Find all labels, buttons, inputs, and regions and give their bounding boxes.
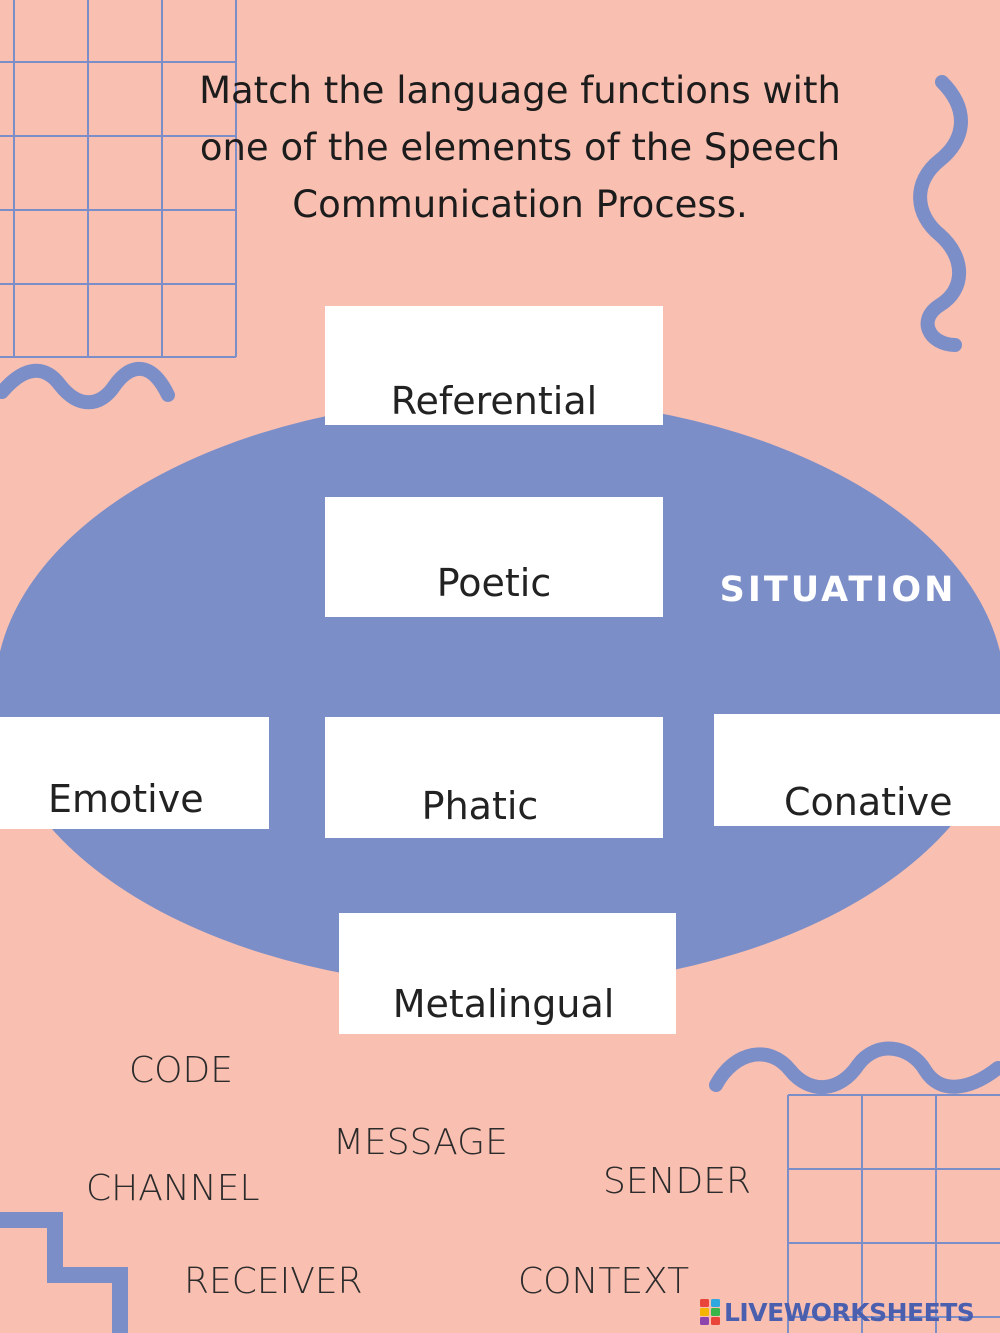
brand-name: LIVEWORKSHEETS xyxy=(724,1297,975,1327)
function-label-phatic: Phatic xyxy=(421,784,539,828)
zigzag-decoration-bottom-left xyxy=(0,1212,128,1333)
element-context[interactable]: CONTEXT xyxy=(518,1261,690,1302)
function-label-poetic: Poetic xyxy=(436,561,552,605)
squiggle-decoration-right xyxy=(913,75,968,352)
function-label-emotive: Emotive xyxy=(48,777,204,821)
element-channel[interactable]: CHANNEL xyxy=(86,1168,260,1209)
function-label-metalingual: Metalingual xyxy=(392,982,615,1026)
instructions-text: Match the language functions with one of… xyxy=(199,69,841,226)
wave-decoration-bottom-right xyxy=(709,1041,1000,1094)
situation-label: SITUATION xyxy=(719,570,957,610)
grid-decoration-top-left xyxy=(0,0,237,358)
wave-decoration-left xyxy=(0,362,175,410)
element-receiver[interactable]: RECEIVER xyxy=(184,1261,363,1302)
liveworksheets-logo-icon xyxy=(700,1299,720,1325)
function-label-referential: Referential xyxy=(390,379,598,423)
function-box-emotive[interactable]: Emotive xyxy=(0,717,269,829)
liveworksheets-brand: LIVEWORKSHEETS xyxy=(698,1296,975,1328)
function-box-phatic[interactable]: Phatic xyxy=(325,717,663,838)
element-sender[interactable]: SENDER xyxy=(603,1161,752,1202)
function-box-referential[interactable]: Referential xyxy=(325,306,663,425)
function-label-conative: Conative xyxy=(784,780,953,824)
grid-decoration-bottom-right xyxy=(787,1094,1000,1333)
function-box-poetic[interactable]: Poetic xyxy=(325,497,663,617)
function-box-conative[interactable]: Conative xyxy=(714,714,1000,826)
situation-oval xyxy=(0,398,1000,988)
function-box-metalingual[interactable]: Metalingual xyxy=(339,913,676,1034)
element-message[interactable]: MESSAGE xyxy=(333,1122,508,1163)
element-code[interactable]: CODE xyxy=(129,1050,233,1091)
